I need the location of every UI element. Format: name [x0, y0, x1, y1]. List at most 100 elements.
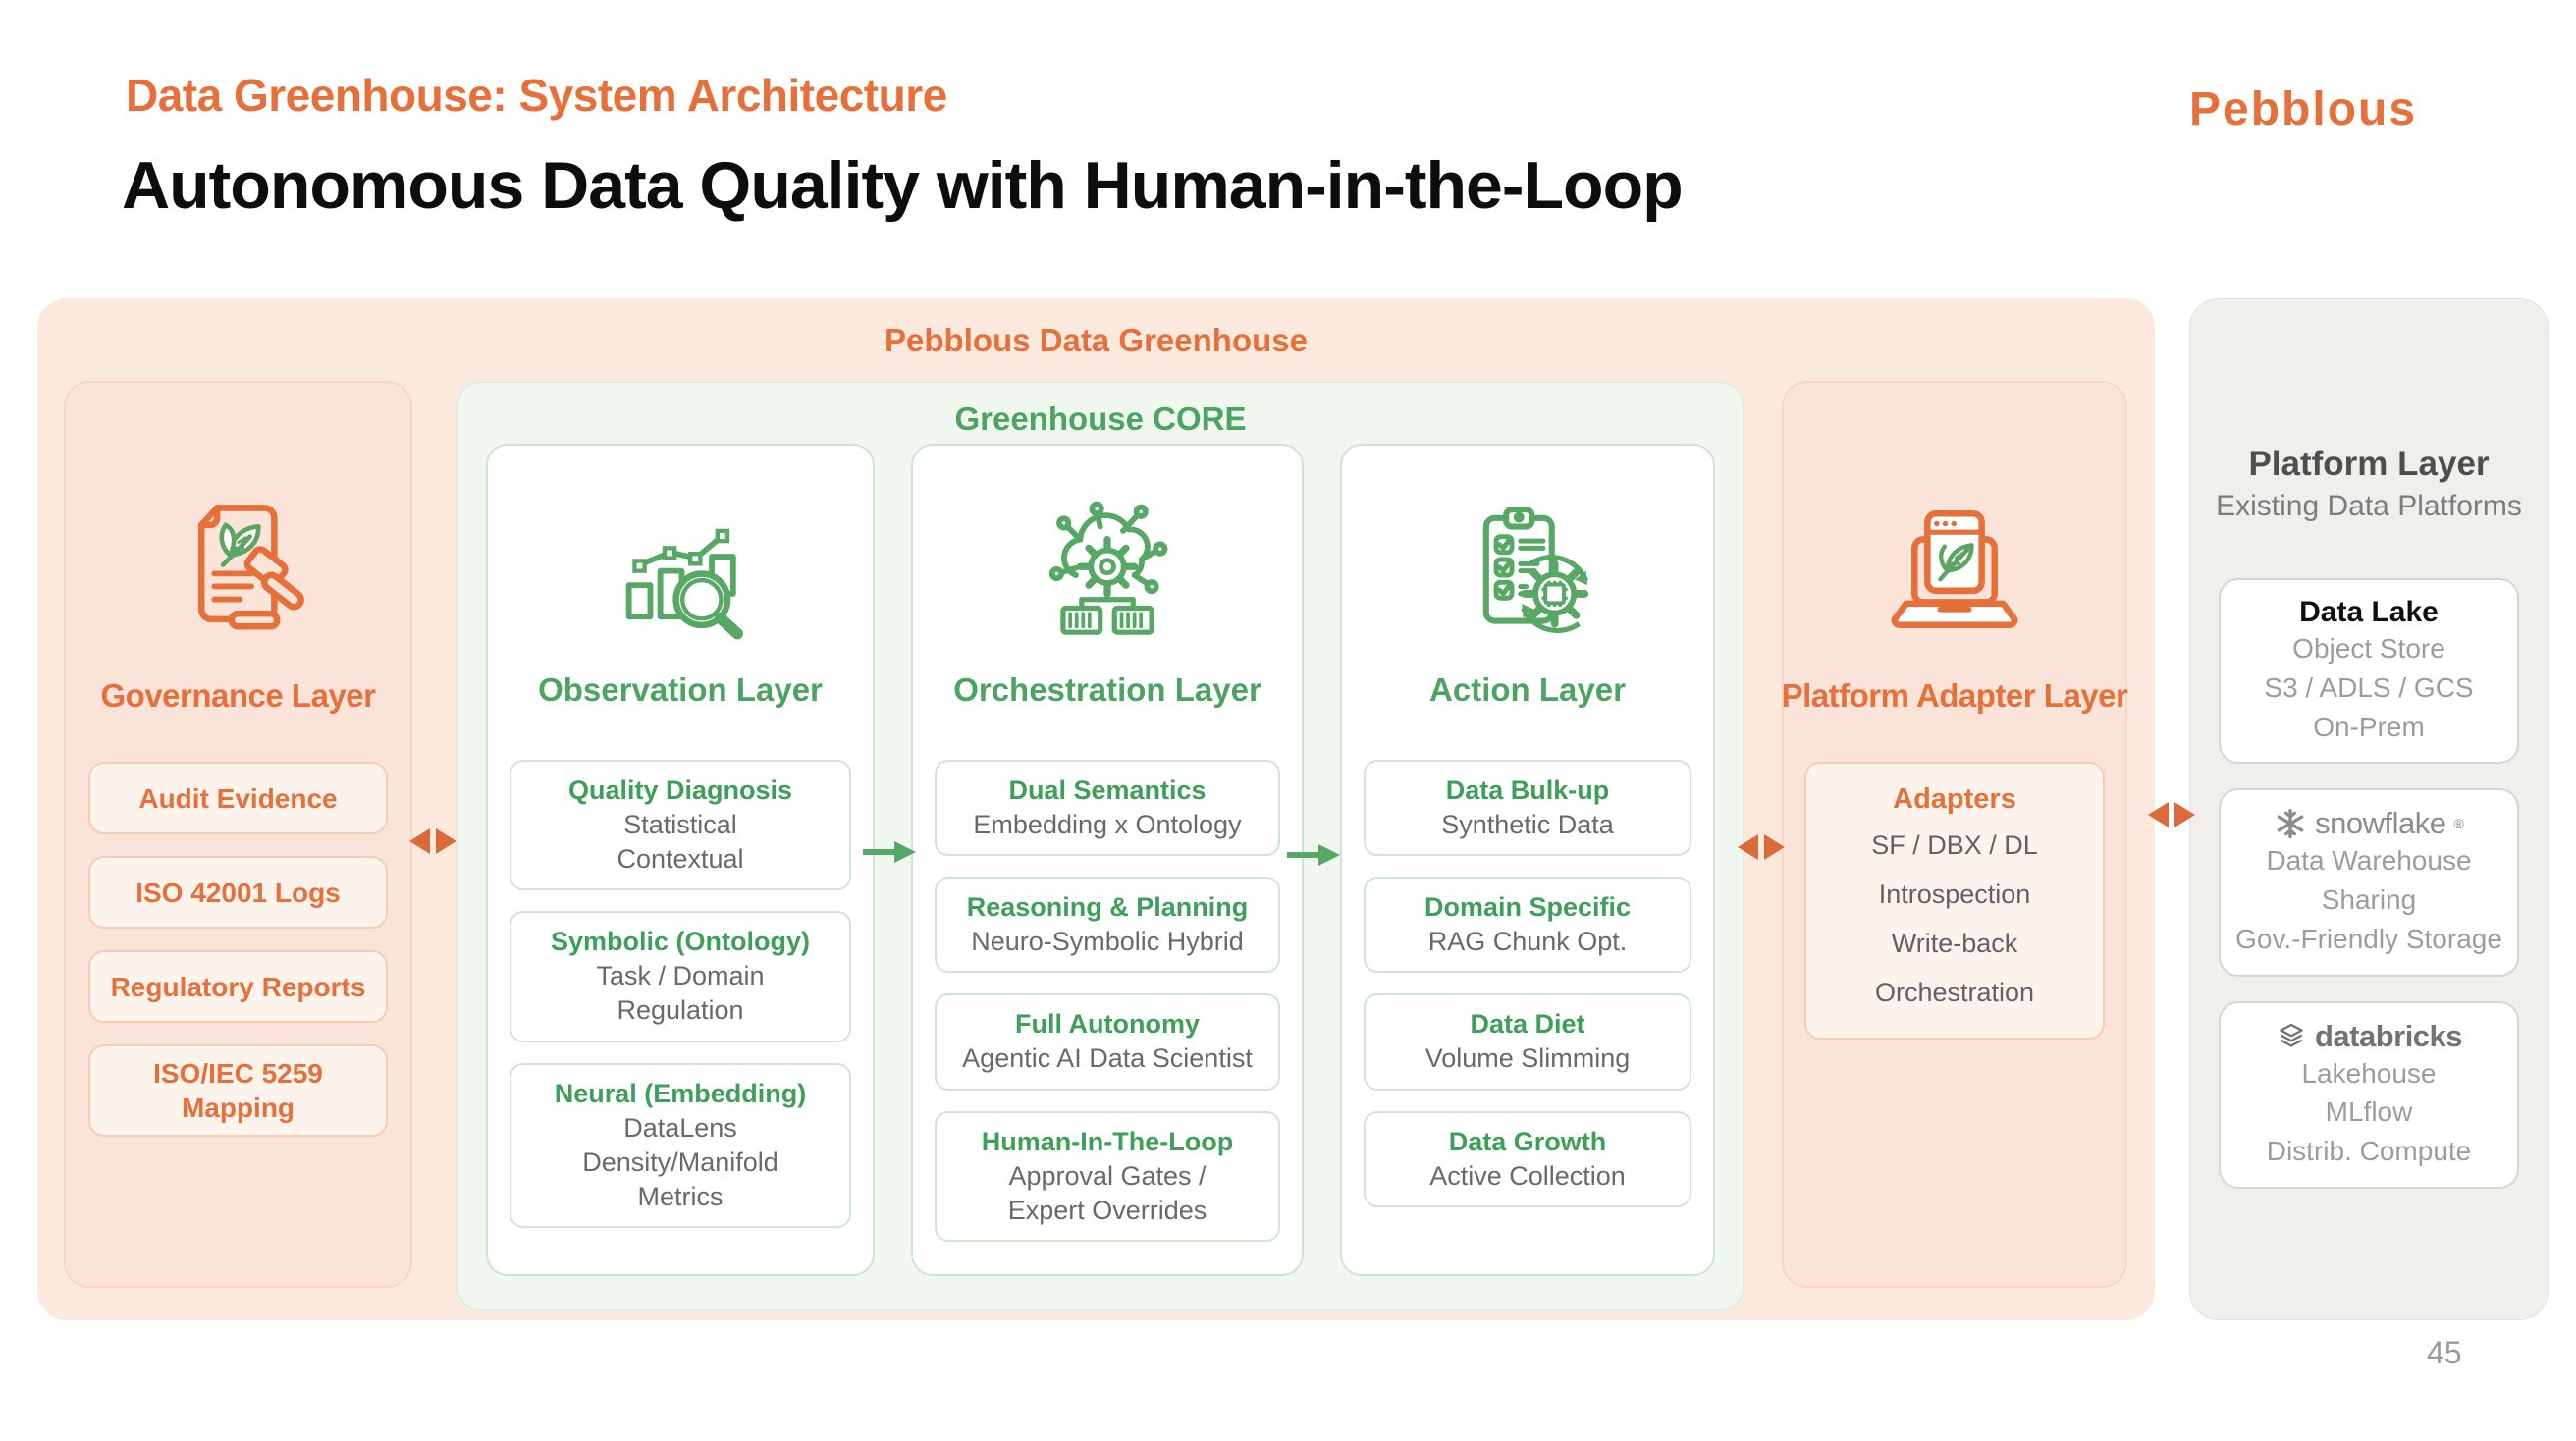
- item-subtitle: Statistical Contextual: [617, 810, 744, 875]
- item-subtitle: Neuro-Symbolic Hybrid: [971, 927, 1244, 957]
- page-number: 45: [2427, 1335, 2462, 1370]
- platform-cards: Data Lake Object Store S3 / ADLS / GCS O…: [2219, 578, 2519, 1189]
- item-title: Data Diet: [1470, 1009, 1585, 1040]
- adapter-line-introspection: Introspection: [1878, 879, 2031, 909]
- item-subtitle: Task / Domain Regulation: [596, 961, 765, 1026]
- databricks-logo-row: databricks: [2276, 1018, 2463, 1054]
- pebblous-logo: Pebblous: [2189, 83, 2418, 135]
- registered-mark: ®: [2453, 816, 2464, 832]
- item-subtitle: Volume Slimming: [1424, 1043, 1631, 1074]
- core-cards: Observation Layer Quality Diagnosis Stat…: [486, 444, 1715, 1276]
- item-title: Data Growth: [1448, 1126, 1607, 1156]
- data-lake-line: S3 / ADLS / GCS: [2264, 671, 2474, 703]
- document-gavel-leaf-icon: [197, 505, 304, 630]
- item-dual-semantics: Dual Semantics Embedding x Ontology: [935, 760, 1280, 857]
- data-lake-title: Data Lake: [2299, 596, 2439, 628]
- adapters-box: Adapters SF / DBX / DL Introspection Wri…: [1804, 762, 2105, 1040]
- data-lake-line: On-Prem: [2313, 711, 2425, 742]
- observation-layer-title: Observation Layer: [538, 671, 823, 708]
- item-title: Domain Specific: [1423, 892, 1632, 923]
- snowflake-logo-icon: [2277, 809, 2304, 839]
- orchestration-action-arrow-icon: [1287, 844, 1340, 866]
- item-domain-specific: Domain Specific RAG Chunk Opt.: [1364, 877, 1691, 974]
- clipboard-checklist-gear-icon: [1482, 507, 1589, 634]
- platform-layer-panel: Platform Layer Existing Data Platforms D…: [2189, 298, 2549, 1320]
- item-quality-diagnosis: Quality Diagnosis Statistical Contextual: [510, 760, 851, 891]
- slide-eyebrow: Data Greenhouse: System Architecture: [126, 70, 947, 121]
- item-title: Data Bulk-up: [1445, 775, 1610, 805]
- orchestration-layer-card: Orchestration Layer Dual Semantics Embed…: [911, 444, 1304, 1276]
- orchestration-items: Dual Semantics Embedding x Ontology Reas…: [935, 760, 1280, 1242]
- greenhouse-core-panel: Greenhouse CORE: [456, 381, 1744, 1311]
- governance-core-bidirectional-arrow-icon: [409, 828, 456, 854]
- governance-layer-title: Governance Layer: [100, 677, 376, 714]
- data-lake-card: Data Lake Object Store S3 / ADLS / GCS O…: [2219, 578, 2519, 765]
- item-title: Dual Semantics: [1008, 775, 1207, 805]
- action-layer-title: Action Layer: [1429, 671, 1626, 708]
- item-title: Neural (Embedding): [554, 1078, 807, 1108]
- snowflake-logo-row: snowflake ®: [2274, 806, 2464, 841]
- item-title: Human-In-The-Loop: [981, 1126, 1234, 1156]
- item-subtitle: Synthetic Data: [1441, 810, 1614, 840]
- greenhouse-title: Pebblous Data Greenhouse: [885, 322, 1308, 358]
- snowflake-line: Gov.-Friendly Storage: [2235, 923, 2502, 954]
- governance-item-iso-iec-5259-mapping: ISO/IEC 5259 Mapping: [88, 1044, 388, 1137]
- item-subtitle: DataLens Density/Manifold Metrics: [582, 1112, 778, 1211]
- platform-adapter-layer-title: Platform Adapter Layer: [1781, 677, 2128, 714]
- snowflake-line: Data Warehouse: [2266, 845, 2472, 877]
- adapter-line-sf-dbx-dl: SF / DBX / DL: [1871, 830, 2038, 860]
- item-subtitle: RAG Chunk Opt.: [1427, 927, 1628, 957]
- item-subtitle: Approval Gates / Expert Overrides: [1007, 1160, 1208, 1225]
- governance-item-iso-42001-logs: ISO 42001 Logs: [88, 856, 388, 929]
- laptop-browser-leaf-icon: [1891, 510, 2018, 628]
- observation-orchestration-arrow-icon: [863, 841, 916, 863]
- item-subtitle: Embedding x Ontology: [973, 810, 1242, 840]
- databricks-line: Distrib. Compute: [2266, 1136, 2472, 1166]
- adapters-title: Adapters: [1893, 783, 2016, 815]
- action-items: Data Bulk-up Synthetic Data Domain Speci…: [1364, 760, 1691, 1207]
- governance-item-audit-evidence: Audit Evidence: [88, 762, 388, 834]
- item-title: Reasoning & Planning: [966, 892, 1249, 923]
- databricks-wordmark: databricks: [2314, 1018, 2463, 1053]
- data-lake-line: Object Store: [2292, 633, 2445, 664]
- core-adapter-bidirectional-arrow-icon: [1738, 834, 1785, 860]
- cloud-gear-network-icon: [1048, 501, 1168, 635]
- data-greenhouse-container: Pebblous Data Greenhouse: [37, 298, 2155, 1320]
- snowflake-card: snowflake® Data Warehouse Sharing Gov.-F…: [2219, 788, 2519, 977]
- bar-chart-magnifier-icon: [625, 528, 744, 640]
- item-data-diet: Data Diet Volume Slimming: [1364, 993, 1691, 1091]
- platform-layer-subtitle: Existing Data Platforms: [2216, 490, 2522, 522]
- item-title: Full Autonomy: [1015, 1009, 1200, 1040]
- governance-layer-panel: Governance Layer Audit Evidence ISO 4200…: [64, 381, 412, 1288]
- adapter-line-write-back: Write-back: [1891, 928, 2018, 958]
- greenhouse-platform-bidirectional-arrow-icon: [2148, 802, 2195, 827]
- page-title: Autonomous Data Quality with Human-in-th…: [122, 148, 1684, 223]
- adapter-line-orchestration: Orchestration: [1874, 977, 2035, 1007]
- databricks-logo-icon: [2280, 1023, 2303, 1046]
- databricks-line: Lakehouse: [2301, 1057, 2437, 1089]
- observation-layer-card: Observation Layer Quality Diagnosis Stat…: [486, 444, 875, 1276]
- orchestration-layer-title: Orchestration Layer: [953, 671, 1261, 708]
- databricks-card: databricks Lakehouse MLflow Distrib. Com…: [2219, 1000, 2519, 1189]
- item-full-autonomy: Full Autonomy Agentic AI Data Scientist: [935, 993, 1280, 1091]
- action-layer-card: Action Layer Data Bulk-up Synthetic Data…: [1340, 444, 1715, 1276]
- item-human-in-the-loop: Human-In-The-Loop Approval Gates / Exper…: [935, 1110, 1280, 1242]
- snowflake-wordmark: snowflake: [2315, 806, 2446, 841]
- governance-item-regulatory-reports: Regulatory Reports: [88, 950, 388, 1023]
- databricks-line: MLflow: [2325, 1096, 2413, 1128]
- observation-items: Quality Diagnosis Statistical Contextual…: [510, 760, 851, 1228]
- item-symbolic-ontology: Symbolic (Ontology) Task / Domain Regula…: [510, 911, 851, 1042]
- item-data-growth: Data Growth Active Collection: [1364, 1110, 1691, 1207]
- item-title: Quality Diagnosis: [567, 775, 793, 805]
- item-reasoning-planning: Reasoning & Planning Neuro-Symbolic Hybr…: [935, 877, 1280, 974]
- item-subtitle: Agentic AI Data Scientist: [962, 1043, 1253, 1074]
- governance-items: Audit Evidence ISO 42001 Logs Regulatory…: [88, 762, 388, 1137]
- item-data-bulk-up: Data Bulk-up Synthetic Data: [1364, 760, 1691, 857]
- greenhouse-core-title: Greenhouse CORE: [954, 400, 1247, 437]
- item-subtitle: Active Collection: [1429, 1160, 1626, 1191]
- item-title: Symbolic (Ontology): [550, 927, 810, 957]
- platform-adapter-layer-panel: Platform Adapter Layer Adapters SF / DBX…: [1781, 381, 2128, 1288]
- item-neural-embedding: Neural (Embedding) DataLens Density/Mani…: [510, 1062, 851, 1228]
- platform-layer-title: Platform Layer: [2248, 445, 2490, 483]
